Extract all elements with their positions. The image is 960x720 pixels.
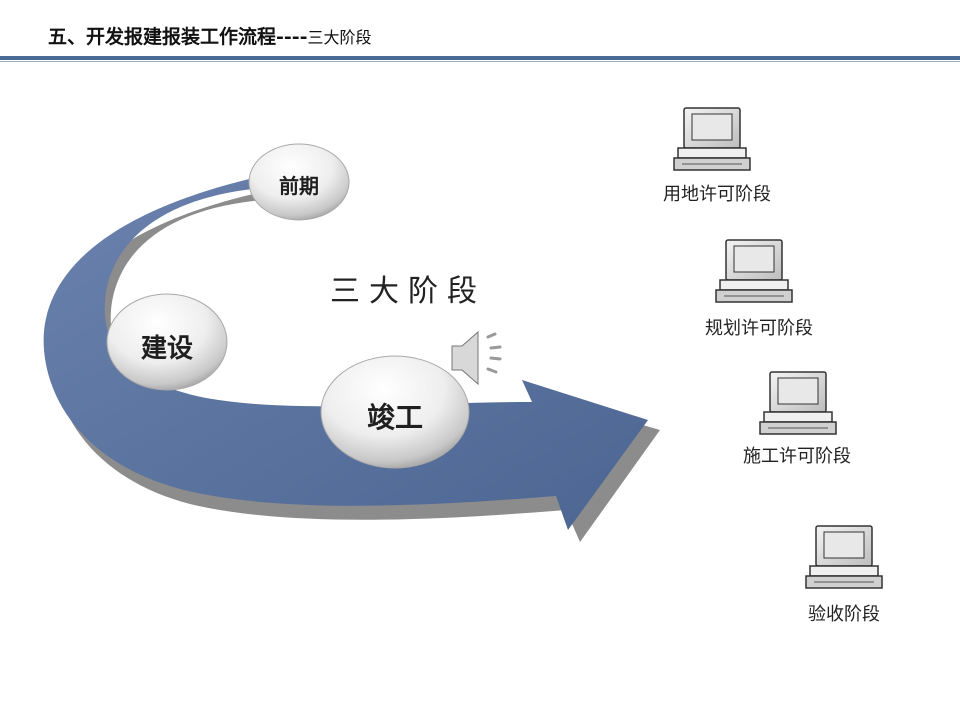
slide-title-main: 五、开发报建报装工作流程---- xyxy=(48,26,308,48)
slide-title-sub: 三大阶段 xyxy=(307,28,372,47)
computer-icon xyxy=(759,371,837,435)
stage-label-用地许可阶段: 用地许可阶段 xyxy=(663,184,771,205)
node-sphere-前期 xyxy=(248,143,350,221)
node-sphere-建设 xyxy=(106,293,228,391)
computer-icon xyxy=(715,239,793,303)
stage-label-验收阶段: 验收阶段 xyxy=(808,604,880,625)
stage-label-规划许可阶段: 规划许可阶段 xyxy=(705,318,813,339)
computer-icon xyxy=(805,525,883,589)
node-label-前期: 前期 xyxy=(279,174,319,198)
arrow-body xyxy=(43,176,648,530)
node-label-建设: 建设 xyxy=(140,334,193,364)
stage-label-施工许可阶段: 施工许可阶段 xyxy=(743,446,851,467)
speaker-icon[interactable] xyxy=(451,330,502,386)
header-rule-thin xyxy=(0,61,960,62)
slide-title: 五、开发报建报装工作流程----三大阶段 xyxy=(48,22,372,49)
computer-icon xyxy=(673,107,751,171)
header-rule xyxy=(0,56,960,60)
node-label-竣工: 竣工 xyxy=(366,401,423,434)
center-label: 三大阶段 xyxy=(330,274,486,309)
node-sphere-竣工 xyxy=(320,355,470,469)
